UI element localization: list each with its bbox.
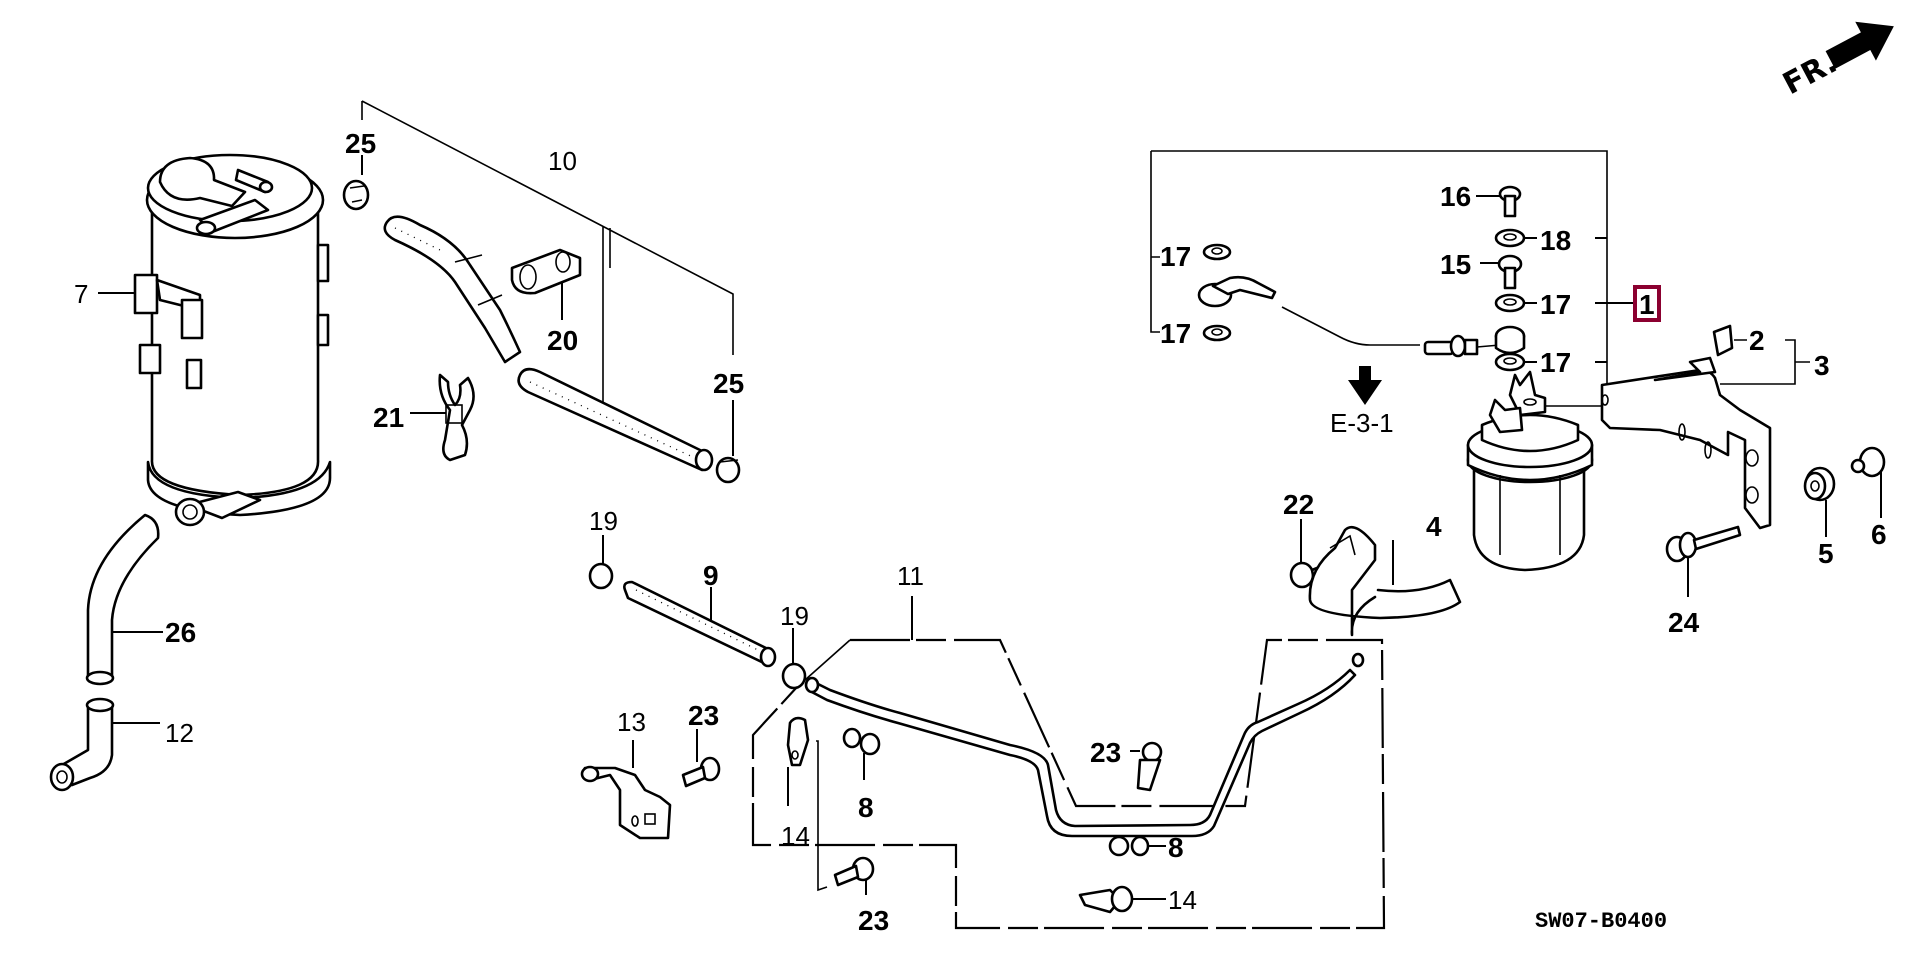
bracket-3-part[interactable] bbox=[1600, 356, 1772, 530]
front-direction-indicator: FR. bbox=[1777, 21, 1894, 102]
group-bracket-10 bbox=[361, 100, 734, 405]
callout-25[interactable]: 25 bbox=[345, 128, 376, 159]
callout-21[interactable]: 21 bbox=[373, 402, 404, 433]
group-bracket-14-23 bbox=[816, 740, 828, 892]
hose-9-part[interactable] bbox=[623, 580, 777, 668]
front-arrow-icon bbox=[1825, 21, 1894, 69]
washer-17-part[interactable] bbox=[1494, 352, 1526, 372]
callout-1[interactable]: 1 bbox=[1639, 289, 1655, 320]
bolt-24-part[interactable] bbox=[1665, 525, 1742, 563]
washer-17-part[interactable] bbox=[1202, 243, 1232, 261]
elbow-joint-12-part[interactable] bbox=[49, 697, 115, 792]
bolt-16-part[interactable] bbox=[1498, 185, 1522, 218]
callout-12[interactable]: 12 bbox=[165, 718, 194, 748]
clip-21-part[interactable] bbox=[438, 373, 475, 462]
clamp-25-part[interactable] bbox=[342, 179, 370, 211]
callout-26[interactable]: 26 bbox=[165, 617, 196, 648]
highlight-box bbox=[1633, 285, 1661, 322]
bolt-23-part[interactable] bbox=[833, 856, 875, 887]
callout-11[interactable]: 11 bbox=[897, 561, 924, 591]
clip-2-part[interactable] bbox=[1712, 324, 1734, 357]
callout-7[interactable]: 7 bbox=[74, 279, 88, 309]
callout-2[interactable]: 2 bbox=[1749, 325, 1765, 356]
canister-part[interactable] bbox=[133, 153, 332, 527]
fuel-filter-part[interactable] bbox=[1466, 370, 1594, 572]
callout-labels: 25 10 7 20 25 21 16 18 15 17 17 17 17 2 … bbox=[74, 128, 1887, 936]
bolt-23-part[interactable] bbox=[1136, 741, 1163, 792]
collar-6-part[interactable] bbox=[1850, 446, 1886, 478]
callout-16[interactable]: 16 bbox=[1440, 181, 1471, 212]
callout-23[interactable]: 23 bbox=[858, 905, 889, 936]
callout-6[interactable]: 6 bbox=[1871, 519, 1887, 550]
callout-15[interactable]: 15 bbox=[1440, 249, 1471, 280]
callout-18[interactable]: 18 bbox=[1540, 225, 1571, 256]
callout-14[interactable]: 14 bbox=[781, 821, 810, 851]
callout-13[interactable]: 13 bbox=[617, 707, 646, 737]
grommet-8-part[interactable] bbox=[842, 727, 881, 756]
band-4-part[interactable] bbox=[1308, 525, 1462, 637]
callout-8[interactable]: 8 bbox=[1168, 832, 1184, 863]
callout-1-highlighted[interactable]: 1 bbox=[1633, 285, 1661, 322]
callout-8[interactable]: 8 bbox=[858, 792, 874, 823]
fuel-line-11-part[interactable] bbox=[804, 652, 1365, 838]
washer-17-part[interactable] bbox=[1202, 324, 1232, 342]
group-bracket-11 bbox=[751, 638, 1386, 930]
reference-arrow-icon bbox=[1348, 366, 1382, 405]
clip-14-part[interactable] bbox=[786, 716, 810, 767]
hose-10-part[interactable] bbox=[383, 215, 714, 472]
fuel-feed-pipe-part[interactable] bbox=[1197, 275, 1526, 358]
clamp-25-part[interactable] bbox=[715, 456, 741, 484]
callout-17[interactable]: 17 bbox=[1540, 347, 1571, 378]
washer-18-part[interactable] bbox=[1494, 228, 1526, 248]
callout-23[interactable]: 23 bbox=[1090, 737, 1121, 768]
washer-17-part[interactable] bbox=[1494, 293, 1526, 313]
callout-17[interactable]: 17 bbox=[1160, 241, 1191, 272]
clamp-19-part[interactable] bbox=[781, 662, 807, 690]
bracket-13-part[interactable] bbox=[580, 765, 672, 840]
diagram-code: SW07-B0400 bbox=[1535, 909, 1667, 934]
callout-5[interactable]: 5 bbox=[1818, 538, 1834, 569]
callout-17[interactable]: 17 bbox=[1160, 318, 1191, 349]
clip-20-part[interactable] bbox=[510, 248, 582, 295]
callout-19[interactable]: 19 bbox=[780, 601, 809, 631]
grommet-5-part[interactable] bbox=[1803, 466, 1836, 502]
callout-10[interactable]: 10 bbox=[548, 146, 577, 176]
callout-24[interactable]: 24 bbox=[1668, 607, 1700, 638]
clip-14-part[interactable] bbox=[1078, 885, 1134, 914]
callout-19[interactable]: 19 bbox=[589, 506, 618, 536]
clamp-19-part[interactable] bbox=[588, 562, 614, 590]
callout-25[interactable]: 25 bbox=[713, 368, 744, 399]
callout-9[interactable]: 9 bbox=[703, 560, 719, 591]
reference-e-3-1[interactable]: E-3-1 bbox=[1330, 408, 1394, 438]
callout-4[interactable]: 4 bbox=[1426, 511, 1442, 542]
callout-17[interactable]: 17 bbox=[1540, 289, 1571, 320]
bolt-23-part[interactable] bbox=[681, 756, 721, 788]
group-bracket-1 bbox=[1150, 150, 1608, 407]
bolt-15-part[interactable] bbox=[1497, 254, 1523, 290]
group-bracket-3 bbox=[1720, 339, 1810, 385]
callout-14[interactable]: 14 bbox=[1168, 885, 1197, 915]
callout-22[interactable]: 22 bbox=[1283, 489, 1314, 520]
callout-20[interactable]: 20 bbox=[547, 325, 578, 356]
callout-23[interactable]: 23 bbox=[688, 700, 719, 731]
callout-3[interactable]: 3 bbox=[1814, 350, 1830, 381]
hose-26-part[interactable] bbox=[85, 513, 160, 686]
grommet-8-part[interactable] bbox=[1108, 835, 1150, 857]
